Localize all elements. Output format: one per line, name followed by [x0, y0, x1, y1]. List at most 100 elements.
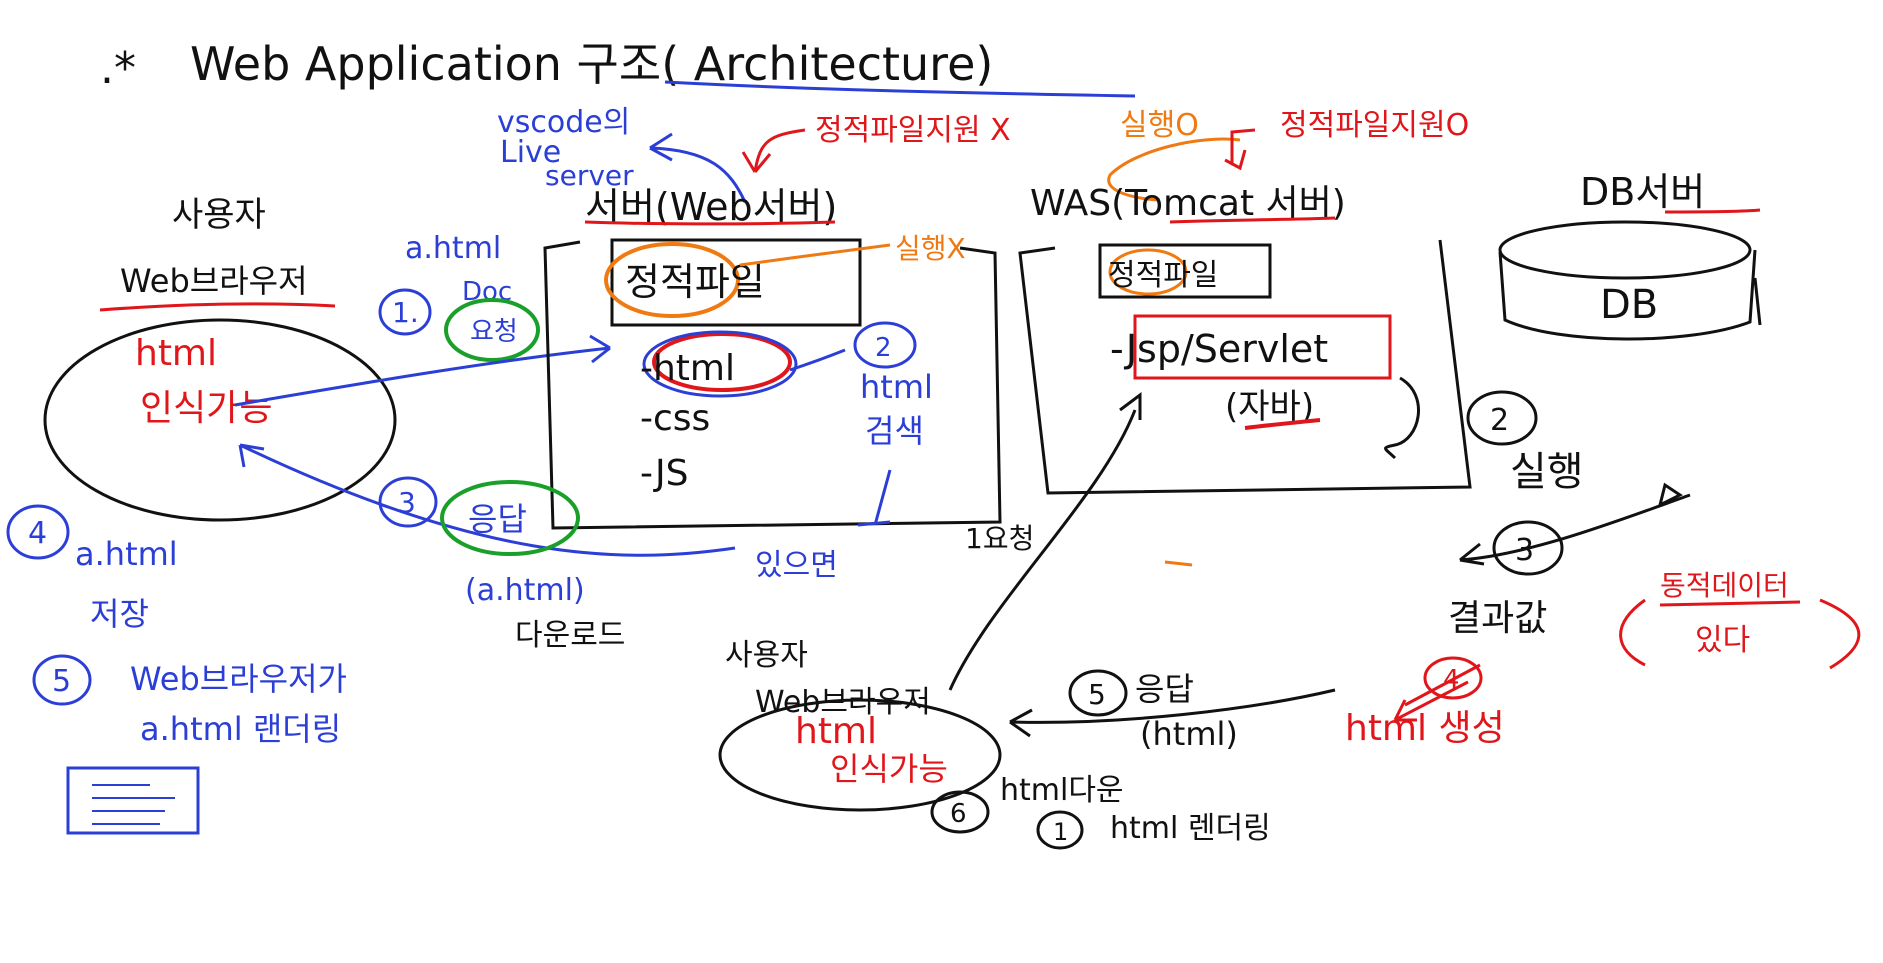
client-bottom-content2: 인식가능 — [830, 750, 948, 788]
response-left-highlight — [440, 480, 580, 556]
was-request-line — [948, 392, 1142, 691]
web-static-box — [610, 238, 862, 327]
result-html-make: html 생성 — [1345, 708, 1505, 749]
was-static-support-arrow — [1224, 128, 1256, 171]
result-note-line — [1659, 600, 1801, 607]
response-left: 3 응답 (a.html) 다운로드 — [238, 443, 736, 653]
vscode-line1: vscode의 — [497, 105, 630, 140]
was-step1: 1요청 — [965, 522, 1034, 555]
vscode-line2: Live — [500, 135, 561, 170]
result-arrow — [1459, 493, 1691, 566]
client-bottom-heading: 사용자 — [725, 638, 808, 673]
response-left-download: 다운로드 — [515, 618, 625, 653]
web-step2-label1: html — [860, 368, 933, 406]
result-step3-circle — [1492, 520, 1564, 576]
db-body — [1498, 249, 1762, 341]
web-server-box — [543, 240, 1002, 530]
left-steps: 4 a.html 저장 5 Web브라우저가 a.html 랜더링 — [6, 504, 347, 835]
was-static-file: 정적파일 — [1108, 258, 1218, 293]
db-label: DB — [1600, 282, 1658, 328]
request-file: a.html — [405, 231, 501, 266]
client-bottom-render-circle — [1036, 810, 1084, 850]
request-arrow — [234, 334, 611, 407]
web-step2-num: 2 — [875, 333, 892, 363]
request-step-num: 1. — [392, 296, 419, 329]
request-highlight — [444, 298, 540, 362]
web-run-x-line — [739, 243, 891, 267]
was-static-box — [1098, 243, 1272, 299]
result-step4-arrow — [1393, 663, 1481, 722]
client-bottom-step6: 6 — [950, 799, 967, 829]
was-box — [1018, 239, 1472, 495]
orange-dash — [1164, 560, 1193, 567]
request-step-circle — [378, 288, 432, 336]
was-run: 실행 — [1510, 449, 1584, 495]
result-note2: 있다 — [1695, 623, 1750, 658]
web-exists: 있으면 — [755, 548, 838, 583]
web-server-title-underline — [584, 220, 836, 226]
was-jsp-servlet: -Jsp/Servlet — [1110, 327, 1328, 371]
client-bottom-step6-circle — [930, 790, 990, 834]
client-left-heading: 사용자 — [172, 195, 266, 235]
title-bullet: .* — [100, 43, 136, 94]
client-bottom-step5-circle — [1068, 669, 1128, 717]
client-bottom-content1: html — [795, 711, 877, 752]
was-step2: 2 — [1490, 403, 1509, 438]
document-icon — [66, 766, 200, 835]
was-server: 실행O 정적파일지원O WAS(Tomcat 서버) 정적파일 -Jsp/Ser… — [948, 108, 1683, 691]
client-left-subheading: Web브라우저 — [120, 262, 308, 300]
web-server: 서버(Web서버) 정적파일 실행X -html -css -JS 2 html… — [543, 185, 1002, 583]
client-left-content1: html — [135, 333, 217, 374]
title-underline — [664, 80, 1136, 98]
was-static-highlight — [1108, 248, 1188, 296]
web-item-html: -html — [640, 348, 735, 389]
response-left-file: (a.html) — [465, 573, 585, 608]
step5-circle — [32, 654, 92, 706]
response-left-step: 3 — [398, 486, 416, 519]
step4-num: 4 — [28, 516, 47, 551]
client-bottom-response-arrow — [1009, 688, 1336, 738]
web-html-highlight — [652, 332, 792, 392]
web-step2-arrow — [789, 348, 846, 372]
vscode-arrow — [649, 132, 747, 203]
web-step2-label2: 검색 — [865, 412, 924, 450]
vscode-note: vscode의 Live server — [497, 105, 747, 203]
was-loop-arrow — [1384, 376, 1420, 460]
was-title: WAS(Tomcat 서버) — [1030, 183, 1346, 224]
result-step4: 4 — [1443, 665, 1460, 695]
result-flow: 3 결과값 동적데이터 있다 4 html 생성 — [1345, 493, 1861, 749]
step5-text2: a.html 랜더링 — [140, 710, 341, 748]
was-run-o-arrow — [1107, 137, 1241, 202]
was-run-arrow — [1657, 482, 1683, 508]
client-bottom-response: 응답 — [1135, 670, 1194, 708]
diagram-title: .* Web Application 구조( Architecture) — [100, 37, 1136, 98]
step5-text1: Web브라우저가 — [130, 660, 347, 698]
web-static-highlight — [604, 242, 740, 318]
result-step4-circle — [1423, 656, 1483, 700]
client-bottom-step5: 5 — [1088, 678, 1106, 711]
db-title-underline — [1664, 208, 1761, 214]
client-left-content2: 인식가능 — [140, 388, 272, 429]
client-left: 사용자 Web브라우저 html 인식가능 — [43, 195, 397, 522]
was-java-underline — [1244, 418, 1321, 430]
title-text: Web Application 구조( Architecture) — [190, 37, 993, 91]
step4-text1: a.html — [75, 535, 178, 573]
web-html-highlight-outer — [642, 330, 798, 398]
step5-num: 5 — [52, 664, 71, 699]
response-left-label: 응답 — [468, 500, 527, 538]
was-title-underline — [1169, 216, 1336, 224]
web-static-note-arrow — [741, 128, 806, 173]
result-paren-right — [1819, 598, 1861, 670]
db-top — [1498, 220, 1752, 280]
result-step3: 3 — [1515, 533, 1534, 568]
client-bottom-response-file: (html) — [1140, 715, 1238, 753]
client-bottom-render-num: 1 — [1053, 818, 1068, 846]
was-jsp-highlight — [1133, 314, 1392, 380]
web-run-x: 실행X — [895, 232, 966, 265]
step4-circle — [6, 504, 70, 560]
response-left-step-circle — [378, 476, 438, 528]
client-bottom: 사용자 Web브라우저 html 인식가능 5 응답 (html) 6 html… — [718, 638, 1336, 850]
client-bottom-render: html 렌더링 — [1110, 811, 1271, 846]
request-step: a.html 1. Doc 요청 — [234, 231, 611, 407]
client-left-underline — [99, 302, 336, 312]
